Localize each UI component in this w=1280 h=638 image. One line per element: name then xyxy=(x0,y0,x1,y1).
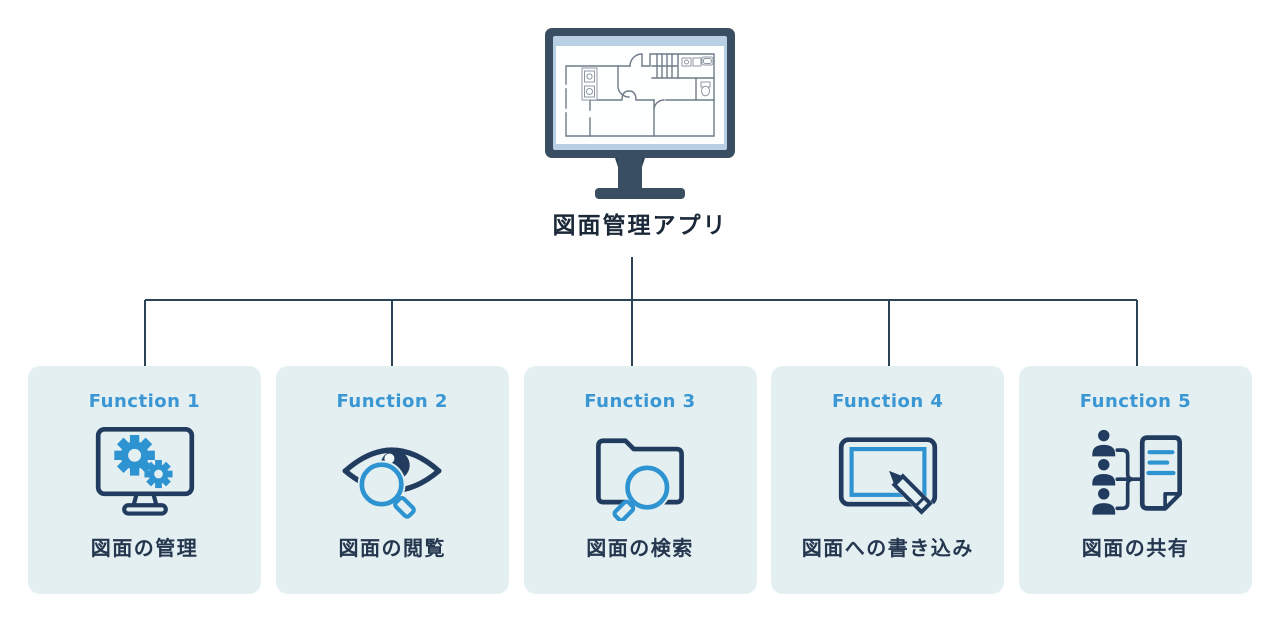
function-card-2: Function 2 図面の閲覧 xyxy=(275,366,509,594)
magnifier-lens xyxy=(612,463,672,521)
function-number-label: Function 1 xyxy=(88,391,201,412)
people-document-share-icon xyxy=(1084,424,1188,522)
function-card-5: Function 5 図面の共有 xyxy=(1019,366,1252,594)
share-links xyxy=(1114,448,1144,511)
monitor-graphic xyxy=(545,28,735,199)
function-name-label: 図面への書き込み xyxy=(801,536,974,560)
folder-search-icon xyxy=(588,424,692,522)
tablet-pen-icon xyxy=(836,424,940,522)
floorplan-drawing xyxy=(565,53,715,137)
app-monitor-illustration xyxy=(540,26,740,202)
magnifier-lens xyxy=(357,460,417,519)
function-card-4: Function 4 図面への書き込み xyxy=(771,366,1005,594)
function-name-label: 図面の検索 xyxy=(586,536,694,560)
people-group xyxy=(1091,429,1115,515)
function-name-label: 図面の管理 xyxy=(90,536,199,560)
pen xyxy=(879,462,934,516)
function-name-label: 図面の閲覧 xyxy=(338,536,446,560)
document xyxy=(1139,435,1182,511)
function-number-label: Function 4 xyxy=(832,391,944,412)
monitor-gears-icon xyxy=(93,424,197,522)
eye-magnifier-icon xyxy=(340,424,444,522)
function-name-label: 図面の共有 xyxy=(1081,536,1190,560)
function-number-label: Function 5 xyxy=(1079,391,1192,412)
function-card-3: Function 3 図面の検索 xyxy=(523,366,757,594)
app-title: 図面管理アプリ xyxy=(552,213,728,239)
function-number-label: Function 3 xyxy=(584,391,696,412)
function-card-1: Function 1 xyxy=(28,366,261,594)
function-cards-row: Function 1 xyxy=(28,366,1252,594)
function-number-label: Function 2 xyxy=(336,391,448,412)
